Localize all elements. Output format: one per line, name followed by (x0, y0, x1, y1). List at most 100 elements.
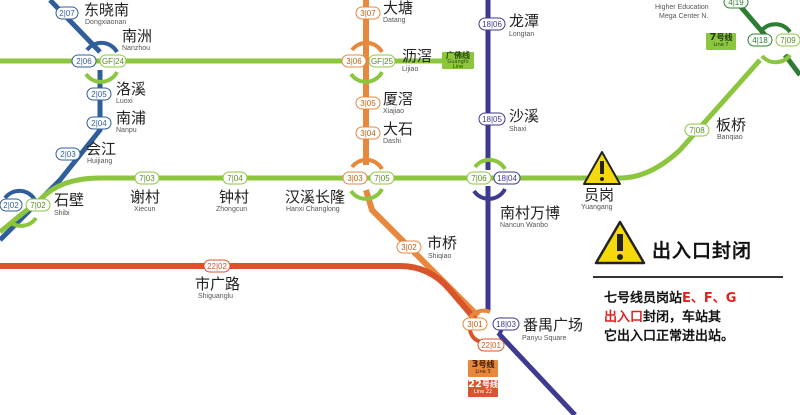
line-badge-7-label: 7号线 (709, 32, 733, 43)
station-shibi: 石壁 (54, 191, 85, 209)
station-shiqiao: 市桥 (427, 234, 458, 252)
svg-text:22|01: 22|01 (481, 341, 501, 350)
station-yuangang: 员岗 (584, 186, 615, 204)
svg-text:4|19: 4|19 (728, 0, 744, 7)
line-22 (0, 263, 483, 327)
code-18-03: 18|03 (492, 317, 520, 331)
interchange-nanzhou (84, 40, 119, 84)
notice-body: 七号线员岗站E、F、G 出入口封闭，车站其 它出入口正常进出站。 (604, 289, 794, 346)
station-shiguanglu-en: Shiguanglu (198, 293, 234, 300)
interchange-hanxi (349, 157, 384, 201)
line-badge-guangfo: 广佛线 Guangfo Line (442, 51, 474, 70)
code-2-05: 2|05 (86, 87, 112, 101)
svg-text:4|18: 4|18 (752, 36, 768, 45)
station-dongxiaonan-en: Dongxiaonan (85, 19, 127, 26)
interchange-shibi (3, 188, 38, 228)
notice-text-1: 七号线员岗站 (604, 291, 683, 306)
code-3-02: 3|02 (396, 240, 422, 254)
station-luoxi-en: Luoxi (116, 98, 133, 105)
station-longtan-en: Longtan (509, 31, 535, 38)
notice-exits: E、F、G (682, 291, 737, 306)
code-4-19: 4|19 (723, 0, 749, 9)
station-dongxiaonan: 东晓南 (84, 1, 130, 19)
warning-icon-notice (594, 220, 646, 265)
code-3-05: 3|05 (355, 96, 381, 110)
station-higher-edu-en2: Mega Center N. (659, 13, 709, 20)
code-3-03: 3|03 (342, 171, 368, 185)
warning-icon-yuangang (583, 151, 621, 185)
notice-text-3: 它出入口正常进出站。 (604, 329, 735, 344)
station-shaxi-en: Shaxi (509, 126, 527, 133)
station-hanxi-changlong: 汉溪长隆 (285, 188, 346, 206)
station-datang-en: Datang (383, 17, 406, 24)
code-18-06: 18|06 (478, 17, 506, 31)
svg-text:GF|25: GF|25 (371, 57, 394, 66)
svg-text:7|09: 7|09 (780, 36, 796, 45)
line-badge-22-label: 22号线 (468, 379, 498, 390)
line-badge-22: 22号线 Line 22 (468, 380, 498, 397)
station-panyu-square-en: Panyu Square (522, 335, 567, 342)
svg-text:22|02: 22|02 (207, 262, 227, 271)
svg-text:3|02: 3|02 (401, 243, 417, 252)
line-badge-7-en: Line 7 (713, 42, 729, 48)
interchange-xinzao (760, 22, 792, 65)
notice-divider (593, 276, 783, 278)
code-3-04: 3|04 (355, 126, 381, 140)
svg-text:2|05: 2|05 (91, 90, 107, 99)
station-nanpu-en: Nanpu (116, 127, 137, 134)
station-shiguanglu: 市广路 (195, 275, 241, 293)
svg-text:7|02: 7|02 (30, 201, 46, 210)
svg-text:18|03: 18|03 (496, 320, 516, 329)
station-zhongcun: 钟村 (219, 188, 250, 206)
svg-text:3|06: 3|06 (346, 57, 362, 66)
svg-text:18|06: 18|06 (482, 20, 502, 29)
station-panyu-square: 番禺广场 (523, 316, 584, 334)
station-xiecun: 谢村 (130, 188, 161, 206)
svg-text:2|06: 2|06 (76, 57, 92, 66)
code-7-09: 7|09 (775, 33, 800, 47)
svg-text:2|07: 2|07 (59, 9, 75, 18)
station-lijiao: 沥滘 (402, 47, 433, 65)
code-7-04: 7|04 (222, 171, 248, 185)
station-banqiao: 板桥 (716, 116, 747, 134)
notice-text-2: 封闭，车站其 (643, 310, 722, 325)
station-shiqiao-en: Shiqiao (428, 253, 452, 260)
station-dashi: 大石 (383, 120, 414, 138)
svg-text:3|03: 3|03 (347, 174, 363, 183)
station-nanzhou: 南洲 (122, 27, 153, 45)
code-18-05: 18|05 (478, 112, 506, 126)
line-badge-3: 3号线 Line 3 (468, 360, 498, 377)
code-3-06: 3|06 (341, 54, 367, 68)
station-nanzhou-en: Nanzhou (122, 45, 151, 52)
station-lijiao-en: Lijiao (402, 66, 419, 73)
interchange-nancun (472, 157, 507, 201)
svg-text:2|04: 2|04 (91, 119, 107, 128)
line-badge-3-en: Line 3 (475, 369, 491, 375)
svg-text:3|07: 3|07 (360, 9, 376, 18)
code-18-04: 18|04 (493, 171, 521, 185)
notice-title: 出入口封闭 (652, 240, 753, 262)
svg-text:2|02: 2|02 (3, 201, 19, 210)
svg-text:7|06: 7|06 (471, 174, 487, 183)
code-3-07: 3|07 (355, 6, 381, 20)
svg-text:18|04: 18|04 (497, 174, 517, 183)
code-7-05: 7|05 (369, 171, 395, 185)
code-22-02: 22|02 (203, 259, 231, 273)
code-gf-25: GF|25 (368, 54, 396, 68)
line-badge-guangfo-en: Guangfo Line (447, 59, 469, 70)
svg-text:3|01: 3|01 (467, 320, 483, 329)
station-xiajiao: 厦滘 (383, 90, 414, 108)
station-xiecun-en: Xiecun (134, 206, 156, 213)
code-7-02: 7|02 (25, 198, 51, 212)
code-22-01: 22|01 (477, 338, 505, 352)
code-7-06: 7|06 (466, 171, 492, 185)
line-badge-guangfo-cn: 广佛线 (446, 51, 470, 60)
code-2-06: 2|06 (71, 54, 97, 68)
svg-text:7|03: 7|03 (139, 174, 155, 183)
station-luoxi: 洛溪 (116, 80, 147, 98)
interchange-lijiao (349, 40, 384, 84)
station-zhongcun-en: Zhongcun (216, 206, 248, 213)
code-gf-24: GF|24 (99, 54, 127, 68)
station-shaxi: 沙溪 (509, 107, 540, 125)
